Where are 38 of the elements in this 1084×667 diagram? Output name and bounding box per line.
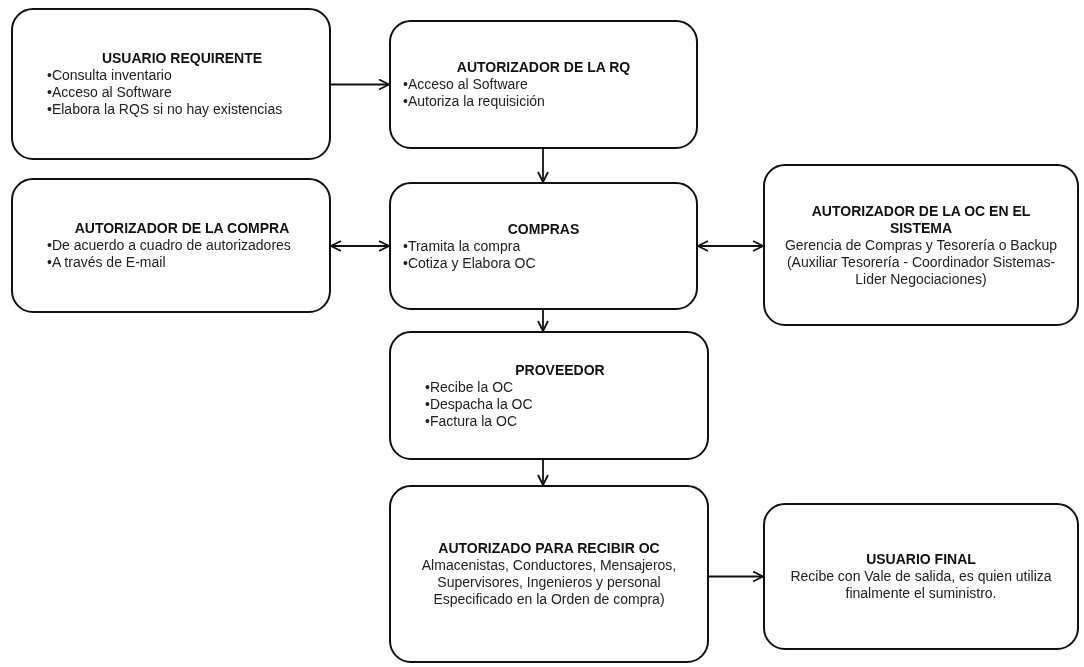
arrow <box>708 570 764 583</box>
box-heading: USUARIO FINAL <box>865 551 977 568</box>
box-text: •Elabora la RQS si no hay existencias <box>47 101 284 118</box>
box-heading: USUARIO REQUIRENTE <box>100 50 264 67</box>
arrow <box>697 240 764 252</box>
process-box <box>389 485 709 663</box>
arrow <box>537 309 549 332</box>
box-text: •Acceso al Software <box>403 76 529 93</box>
process-box <box>389 20 698 149</box>
box-text: Almacenistas, Conductores, Mensajeros, Supervisores, Ingenieros y personal Especificado en la Orden de compra) <box>420 557 678 608</box>
box-heading: AUTORIZADOR DE LA OC EN EL SISTEMA <box>810 202 1032 237</box>
process-box <box>11 178 331 313</box>
box-text: Recibe con Vale de salida, es quien utiliza finalmente el suministro. <box>789 568 1053 602</box>
arrow <box>537 148 549 183</box>
box-text: •Tramita la compra <box>403 237 522 255</box>
box-heading: COMPRAS <box>506 220 581 238</box>
box-text: •Autoriza la requisición <box>403 93 546 110</box>
box-text: •Despacha la OC <box>425 395 534 413</box>
box-text: •Acceso al Software <box>47 84 173 101</box>
process-box <box>763 503 1079 650</box>
process-box <box>389 331 709 460</box>
box-text: •A través de E-mail <box>47 254 167 271</box>
box-text: •Cotiza y Elabora OC <box>403 254 537 272</box>
box-heading: PROVEEDOR <box>514 361 606 379</box>
arrow <box>330 240 390 252</box>
box-text: Gerencia de Compras y Tesorería o Backup (Auxiliar Tesorería - Coordinador Sistemas-Lider Negociaciones) <box>783 236 1059 288</box>
box-text: •Factura la OC <box>425 412 519 430</box>
process-box <box>11 8 331 160</box>
arrow <box>330 78 390 91</box>
box-heading: AUTORIZADO PARA RECIBIR OC <box>437 540 661 557</box>
box-heading: AUTORIZADOR DE LA COMPRA <box>73 220 291 237</box>
box-text: •De acuerdo a cuadro de autorizadores <box>47 237 292 254</box>
box-text: •Recibe la OC <box>425 378 515 396</box>
process-box <box>763 164 1079 326</box>
arrow <box>537 459 549 486</box>
box-text: •Consulta inventario <box>47 67 173 84</box>
box-heading: AUTORIZADOR DE LA RQ <box>455 59 632 76</box>
process-box <box>389 182 698 310</box>
